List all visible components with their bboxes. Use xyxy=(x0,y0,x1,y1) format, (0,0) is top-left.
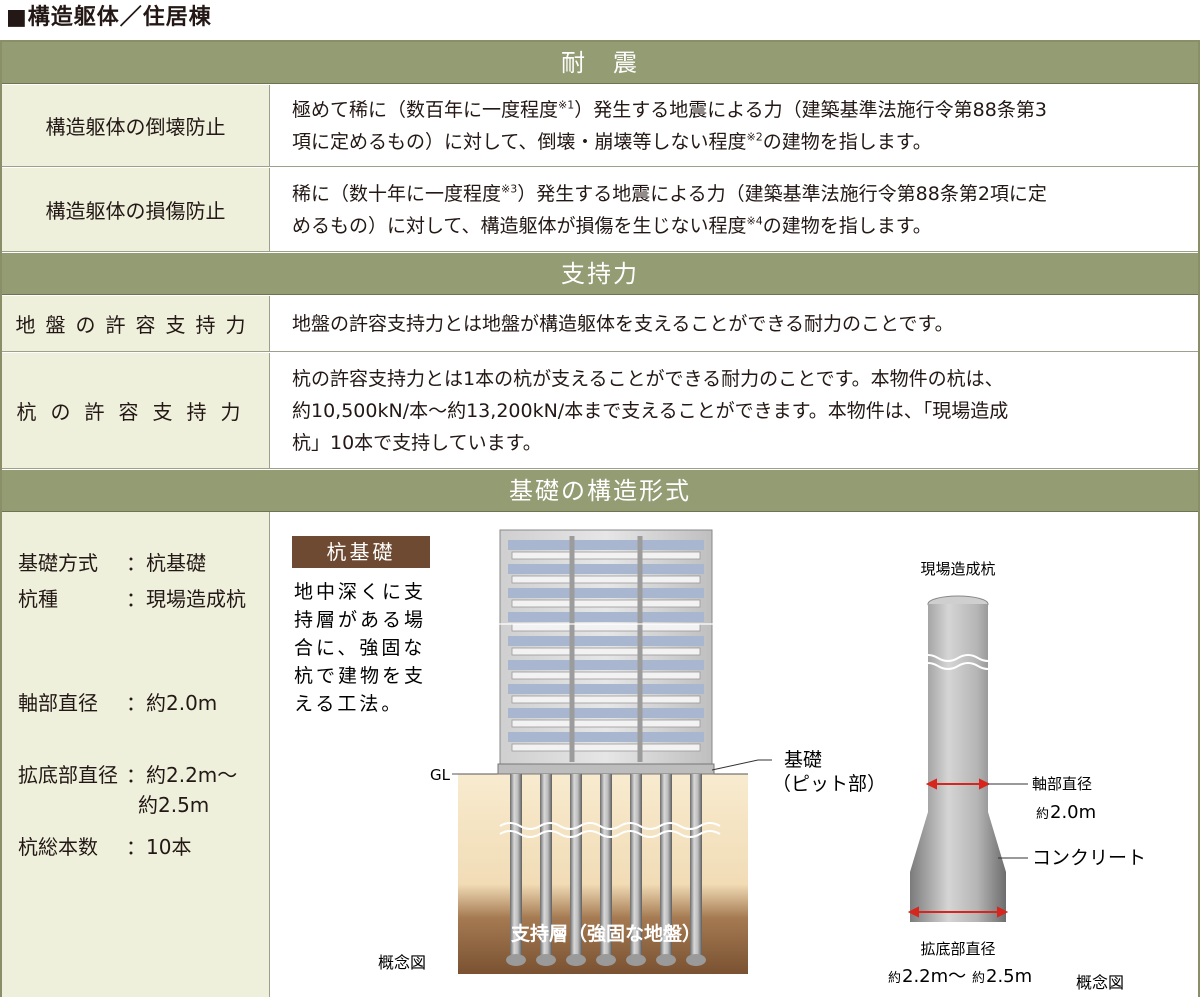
text-fragment: ）発生する地震による力（建築基準法施行令第88条第3 xyxy=(574,98,1047,121)
tag-label: 杭基礎 xyxy=(327,540,396,564)
desc-line: える工法。 xyxy=(294,693,403,715)
row-jiban: 地盤の許容支持力 地盤の許容支持力とは地盤が構造躯体を支えることができる耐力のこ… xyxy=(2,296,1198,352)
pit-label: （ピット部） xyxy=(772,773,886,795)
row-text: 極めて稀に（数百年に一度程度※1）発生する地震による力（建築基準法施行令第88条… xyxy=(292,85,1138,166)
text-fragment: 約10,500kN/本～約13,200kN/本まで支えることができます。本物件は… xyxy=(292,399,1009,422)
spec-value: ：約2.0m xyxy=(126,691,218,715)
spec-value: 約2.5m xyxy=(138,793,210,817)
spec-value: ：10本 xyxy=(126,835,192,859)
spec-value: ：現場造成杭 xyxy=(126,587,246,611)
section-header-shijiryoku: 支持力 xyxy=(2,253,1198,295)
text-fragment: めるもの）に対して、構造躯体が損傷を生じない程度 xyxy=(292,214,747,237)
pile-title: 現場造成杭 xyxy=(920,560,995,578)
gl-label: GL xyxy=(430,766,451,784)
base-label: 拡底部直径 xyxy=(920,940,995,958)
row-text: 稀に（数十年に一度程度※3）発生する地震による力（建築基準法施行令第88条第2項… xyxy=(292,168,1138,251)
shaft-arrow xyxy=(925,778,991,790)
text-fragment: 極めて稀に（数百年に一度程度 xyxy=(292,98,559,121)
base-value-prefix-1: 約 xyxy=(888,971,901,986)
spec-honsu: 杭総本数 ：10本 xyxy=(18,832,191,862)
text-fragment: ）発生する地震による力（建築基準法施行令第88条第2項に定 xyxy=(517,182,1047,205)
shaft-label: 軸部直径 xyxy=(1032,775,1092,793)
row-label: 構造躯体の倒壊防止 xyxy=(2,85,270,166)
shaft-value-prefix: 約 xyxy=(1036,807,1049,822)
concrete-label: コンクリート xyxy=(1032,847,1146,869)
shaft-value: 2.0m xyxy=(1050,802,1096,823)
footnote-mark: ※4 xyxy=(746,214,763,228)
row-label: 杭の許容支持力 xyxy=(2,353,270,468)
row-kui: 杭の許容支持力 杭の許容支持力とは1本の杭が支えることができる耐力のことです。本… xyxy=(2,353,1198,469)
building-columns xyxy=(569,536,643,762)
footnote-mark: ※3 xyxy=(501,182,518,196)
spec-kakuteibu: 拡底部直径 ：約2.2m～ xyxy=(18,760,237,790)
page-title: ■構造躯体／住居棟 xyxy=(6,5,212,30)
text-fragment: 杭」10本で支持しています。 xyxy=(292,431,542,454)
text-fragment: 杭の許容支持力とは1本の杭が支えることができる耐力のことです。本物件の杭は、 xyxy=(292,367,1004,390)
text-fragment: 項に定めるもの）に対して、倒壊・崩壊等しない程度 xyxy=(292,130,747,153)
spec-kiso-hoshiki: 基礎方式 ：杭基礎 xyxy=(18,548,206,578)
spec-key: 基礎方式 xyxy=(18,551,98,575)
spec-key: 杭種 xyxy=(18,587,58,611)
foundation-diagram: 杭基礎 地中深くに支 持層がある場 合に、強固な 杭で建物を支 える工法。 GL xyxy=(292,529,1146,992)
kiso-leader xyxy=(711,759,759,771)
text-fragment: 稀に（数十年に一度程度 xyxy=(292,182,502,205)
tag-box xyxy=(292,536,430,568)
pile-body xyxy=(910,604,1006,922)
footnote-mark: ※1 xyxy=(558,98,575,112)
text-fragment: の建物を指します。 xyxy=(762,130,932,153)
desc-line: 杭で建物を支 xyxy=(294,665,426,687)
concept-label-left: 概念図 xyxy=(378,953,426,972)
spec-key: 軸部直径 xyxy=(18,691,98,715)
pile-break-marks xyxy=(499,822,721,838)
building-balconies xyxy=(511,551,701,752)
desc-line: 地中深くに支 xyxy=(294,581,426,603)
row-text: 杭の許容支持力とは1本の杭が支えることができる耐力のことです。本物件の杭は、 約… xyxy=(292,353,1138,468)
section-header-taishin: 耐 震 xyxy=(2,42,1198,84)
spec-kakuteibu-cont: 約2.5m xyxy=(18,790,209,820)
bearing-layer-label: 支持層（強固な地盤） xyxy=(510,922,701,945)
foundation-specs: 基礎方式 ：杭基礎 杭種 ：現場造成杭 軸部直径 ：約2.0m 拡底部直径 ：約2.2m… xyxy=(2,512,270,997)
desc-line: 持層がある場 xyxy=(294,609,426,631)
section-header-kiso: 基礎の構造形式 xyxy=(2,470,1198,512)
row-tokai-boshi: 構造躯体の倒壊防止 極めて稀に（数百年に一度程度※1）発生する地震による力（建築… xyxy=(2,85,1198,167)
structure-table: 耐 震 構造躯体の倒壊防止 極めて稀に（数百年に一度程度※1）発生する地震による… xyxy=(0,40,1200,997)
spec-kuishu: 杭種 ：現場造成杭 xyxy=(18,584,246,614)
row-sonsho-boshi: 構造躯体の損傷防止 稀に（数十年に一度程度※3）発生する地震による力（建築基準法… xyxy=(2,168,1198,252)
text-fragment: の建物を指します。 xyxy=(762,214,932,237)
spec-key: 杭総本数 xyxy=(18,835,98,859)
spec-key: 拡底部直径 xyxy=(18,763,118,787)
pile-bulbs xyxy=(506,954,706,966)
spec-value: ：約2.2m～ xyxy=(126,763,238,787)
foundation-figure: 杭基礎 地中深くに支 持層がある場 合に、強固な 杭で建物を支 える工法。 GL xyxy=(272,512,1198,997)
base-value-2: 2.5m xyxy=(986,966,1032,987)
row-text: 地盤の許容支持力とは地盤が構造躯体を支えることができる耐力のことです。 xyxy=(292,312,954,335)
row-label: 構造躯体の損傷防止 xyxy=(2,168,270,251)
spec-jikubu: 軸部直径 ：約2.0m xyxy=(18,688,217,718)
spec-value: ：杭基礎 xyxy=(126,551,206,575)
desc-line: 合に、強固な xyxy=(294,637,425,659)
footnote-mark: ※2 xyxy=(746,130,763,144)
base-arrow xyxy=(907,906,1009,918)
piles xyxy=(510,774,702,964)
foundation-pit xyxy=(497,763,715,775)
row-label: 地盤の許容支持力 xyxy=(2,296,270,351)
kiso-label: 基礎 xyxy=(784,749,822,771)
base-value-prefix-2: 約 xyxy=(972,971,985,986)
big-pile-break xyxy=(917,654,999,670)
base-value-1: 2.2m～ xyxy=(902,966,966,987)
concept-label-right: 概念図 xyxy=(1076,973,1124,992)
building-windows xyxy=(508,540,704,742)
